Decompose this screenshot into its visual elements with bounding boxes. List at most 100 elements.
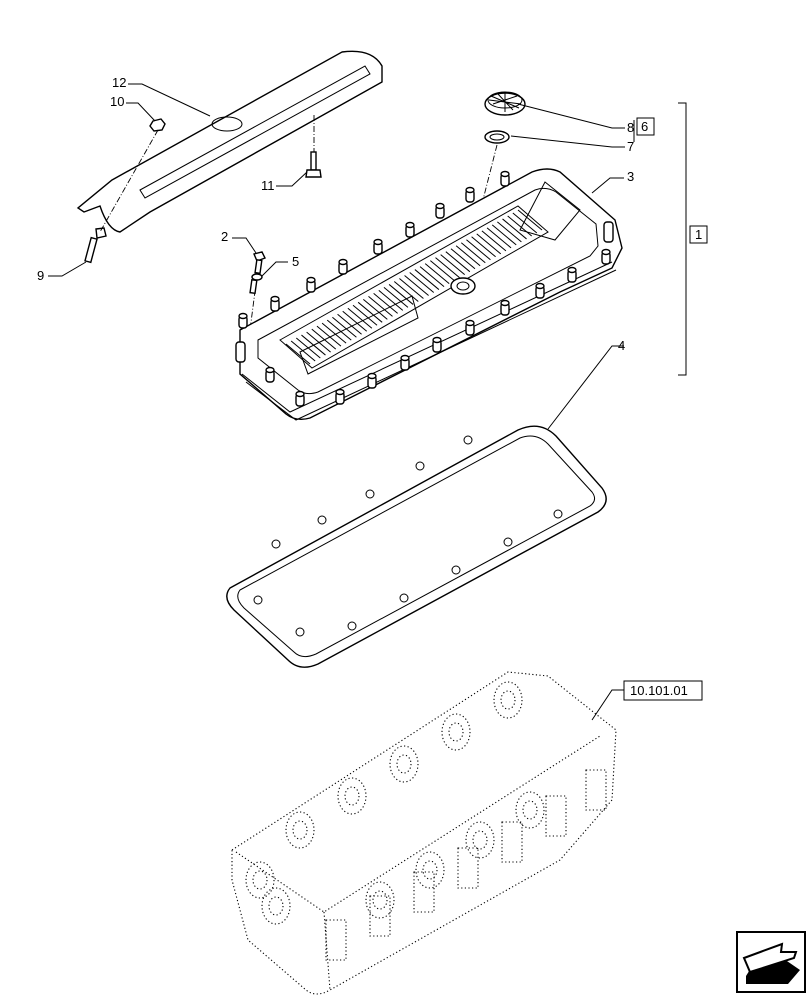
cooling-fin bbox=[290, 340, 316, 362]
head-web bbox=[545, 795, 567, 837]
cooling-fin bbox=[517, 209, 543, 231]
gasket-tab bbox=[503, 537, 513, 547]
engine-top-cover bbox=[76, 50, 383, 233]
bolt-boss-top bbox=[465, 319, 475, 327]
head-port-inner bbox=[472, 830, 488, 850]
cylinder-head-detail bbox=[245, 681, 607, 961]
leader-lines bbox=[48, 83, 625, 721]
bolt-boss bbox=[235, 341, 246, 363]
head-port bbox=[389, 745, 419, 783]
cooling-fin bbox=[414, 269, 440, 290]
bolt-boss-top bbox=[295, 390, 305, 398]
head-web bbox=[585, 769, 607, 811]
kit-box-1: 1 bbox=[689, 225, 708, 244]
callout-2: 2 bbox=[221, 229, 228, 244]
bolt-boss-top bbox=[405, 221, 415, 229]
head-web bbox=[457, 847, 479, 889]
callout-11: 11 bbox=[261, 178, 275, 193]
callout-7: 7 bbox=[627, 139, 634, 154]
cooling-fin bbox=[368, 295, 393, 317]
bolt-boss-top bbox=[238, 312, 248, 320]
bolt-2 bbox=[253, 251, 266, 275]
cooling-fin bbox=[476, 233, 502, 255]
cylinder-head-reference bbox=[231, 671, 617, 995]
reference-label[interactable]: 10.101.01 bbox=[630, 683, 688, 698]
cooling-fin bbox=[404, 275, 429, 296]
cooling-fin bbox=[440, 254, 465, 276]
head-port-inner bbox=[500, 690, 516, 710]
bolt-boss bbox=[603, 221, 614, 243]
gasket-tab bbox=[295, 627, 305, 637]
head-port bbox=[415, 851, 445, 889]
cooling-fin bbox=[512, 212, 538, 234]
bolt-boss-top bbox=[400, 354, 410, 362]
cooling-fins bbox=[285, 209, 543, 365]
cooling-fin bbox=[497, 221, 522, 243]
next-page-arrow-icon[interactable] bbox=[736, 931, 806, 993]
head-port-inner bbox=[522, 800, 538, 820]
callout-6: 6 bbox=[641, 119, 648, 134]
gasket-tab bbox=[399, 593, 409, 603]
head-port bbox=[365, 881, 395, 919]
head-port-inner bbox=[292, 820, 308, 840]
bolt-boss-top bbox=[335, 388, 345, 396]
bolt-11 bbox=[305, 151, 322, 178]
head-port bbox=[261, 887, 291, 925]
cooling-fin bbox=[507, 215, 533, 237]
seal-ring bbox=[484, 130, 510, 144]
gasket-tab bbox=[553, 509, 563, 519]
cooling-fin bbox=[347, 307, 373, 329]
cooling-fin bbox=[393, 281, 419, 302]
cooling-fin bbox=[445, 251, 471, 273]
callout-4: 4 bbox=[618, 338, 625, 353]
cooling-fin bbox=[460, 242, 486, 264]
cooling-fin bbox=[430, 260, 455, 282]
bolt-boss-top bbox=[373, 238, 383, 246]
bolt-9 bbox=[84, 227, 107, 264]
bolt-boss-top bbox=[601, 248, 611, 256]
cooling-fin bbox=[399, 278, 424, 299]
cooling-fin bbox=[285, 343, 311, 365]
kit-bracket bbox=[678, 102, 687, 376]
bolt-boss-top bbox=[270, 295, 280, 303]
head-port bbox=[465, 821, 495, 859]
head-web bbox=[501, 821, 523, 863]
callout-12: 12 bbox=[112, 75, 126, 90]
head-port bbox=[515, 791, 545, 829]
cooling-fin bbox=[306, 331, 331, 353]
callout-5: 5 bbox=[292, 254, 299, 269]
cooling-fin bbox=[357, 301, 383, 323]
head-port-inner bbox=[448, 722, 464, 742]
gasket-bolt-tabs bbox=[253, 435, 563, 637]
valve-cover bbox=[235, 168, 623, 421]
bolt-boss-top bbox=[465, 186, 475, 194]
head-port-inner bbox=[344, 786, 360, 806]
cooling-fin bbox=[378, 290, 404, 311]
gasket-tab bbox=[451, 565, 461, 575]
cooling-fin bbox=[388, 284, 414, 305]
gasket-tab bbox=[271, 539, 281, 549]
cooling-fin bbox=[373, 292, 398, 314]
head-port bbox=[337, 777, 367, 815]
head-web bbox=[413, 871, 435, 913]
head-port-inner bbox=[372, 890, 388, 910]
cooling-fin bbox=[321, 322, 347, 344]
cooling-fin bbox=[332, 316, 357, 338]
head-web bbox=[325, 919, 347, 961]
cooling-fin bbox=[363, 298, 388, 320]
bolt-boss-top bbox=[535, 282, 545, 290]
cooling-fin bbox=[450, 248, 476, 270]
cooling-fin bbox=[342, 310, 368, 332]
bolt-boss-top bbox=[306, 276, 316, 284]
valve-cover-gasket bbox=[226, 425, 607, 668]
head-port bbox=[285, 811, 315, 849]
cooling-fin bbox=[409, 272, 435, 293]
gasket-tab bbox=[317, 515, 327, 525]
cooling-fin bbox=[435, 257, 460, 279]
bolt-boss-top bbox=[500, 299, 510, 307]
bolt-boss-top bbox=[567, 266, 577, 274]
gasket-tab bbox=[463, 435, 473, 445]
head-port-inner bbox=[268, 896, 284, 916]
reference-box[interactable]: 10.101.01 bbox=[623, 680, 703, 701]
